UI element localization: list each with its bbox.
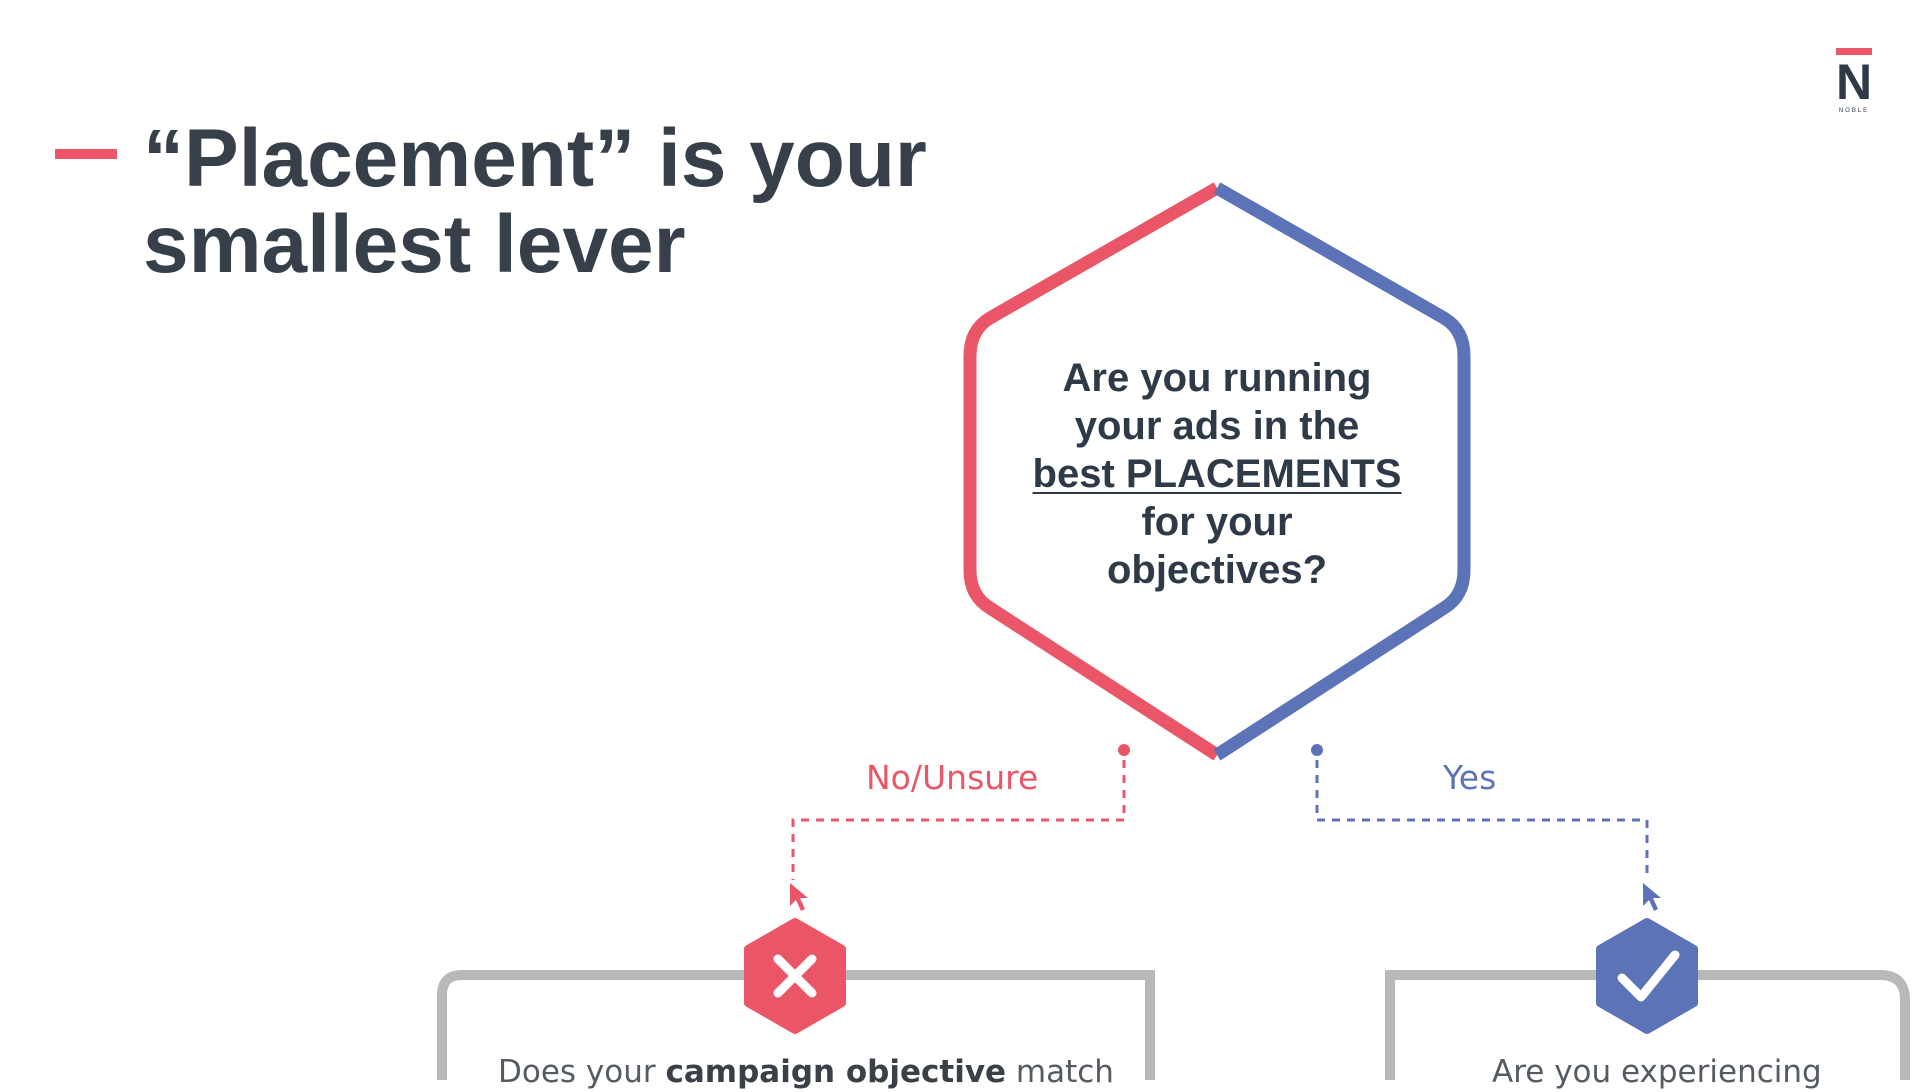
no-branch-connector	[791, 760, 1126, 880]
question-line-1: Are you running	[1062, 356, 1372, 400]
yes-branch-origin-dot	[1311, 744, 1323, 756]
left-box-text-end: match	[1006, 1054, 1114, 1090]
hexagon-right-half	[1213, 182, 1471, 761]
slide-title: “Placement” is your smallest lever	[143, 116, 927, 288]
right-box-text: Are you experiencing	[1492, 1054, 1822, 1090]
placement-question: Are you running your ads in the best PLA…	[1012, 354, 1422, 594]
right-box-border	[1385, 970, 1910, 1080]
left-box-text-bold: campaign objective	[665, 1054, 1007, 1090]
question-line-3-underlined: best PLACEMENTS	[1032, 452, 1402, 496]
left-box-text-start: Does your	[498, 1054, 666, 1090]
slide-title-line-2: smallest lever	[143, 199, 686, 290]
left-box-text: Does your campaign objective match	[498, 1052, 1114, 1092]
slide-title-line-1: “Placement” is your	[143, 113, 927, 204]
logo-letter: N	[1835, 54, 1873, 110]
x-icon-glyph	[773, 954, 817, 998]
no-branch-origin-dot	[1118, 744, 1130, 756]
question-line-2: your ads in the	[1074, 404, 1360, 448]
title-accent-dash	[55, 149, 117, 159]
yes-label: Yes	[1443, 758, 1497, 797]
no-unsure-label: No/Unsure	[866, 758, 1039, 797]
hexagon-left-half	[963, 182, 1221, 761]
no-branch-cursor-icon	[790, 883, 808, 911]
yes-branch-connector	[1315, 760, 1649, 880]
question-line-5: objectives?	[1106, 548, 1328, 592]
left-box-border	[437, 970, 1155, 1080]
yes-branch-cursor-icon	[1643, 883, 1661, 911]
logo-wordmark: NOBLE	[1838, 108, 1870, 114]
logo-accent-bar	[1836, 48, 1872, 55]
checkmark-icon	[1596, 918, 1698, 1034]
question-line-4: for your	[1141, 500, 1293, 544]
noble-logo: N NOBLE	[1830, 48, 1878, 114]
checkmark-icon-glyph	[1617, 950, 1680, 1002]
